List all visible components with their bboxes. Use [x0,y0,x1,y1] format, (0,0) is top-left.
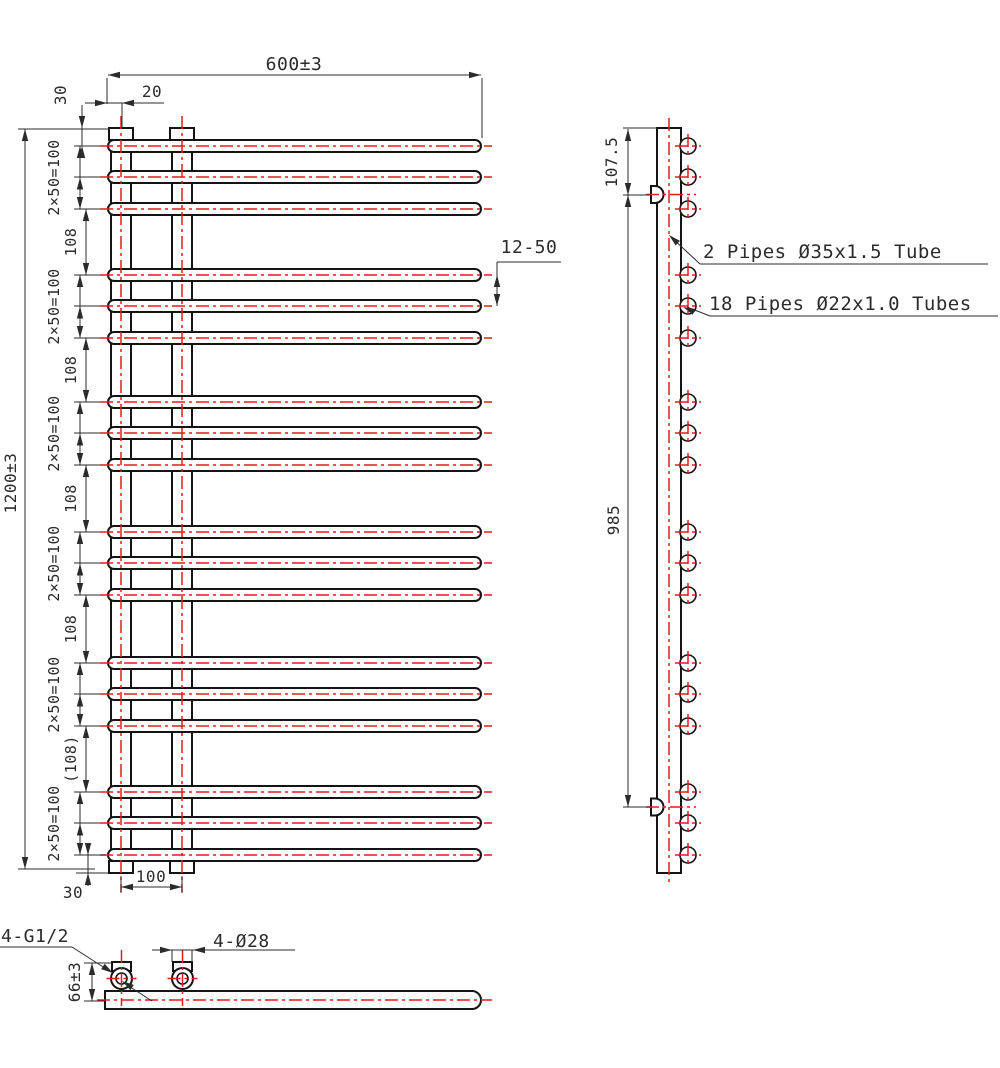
dim-post-centers: 100 [136,867,166,886]
dim-arrow [193,946,205,954]
dim-tube-group: 2×50=100 [45,785,63,861]
dim-arrow [76,714,84,726]
dim-bracket-span: 985 [604,505,623,535]
dim-arrow [76,823,84,836]
dim-arrow [122,99,134,107]
dim-arrow [76,453,84,465]
dim-arrow [121,883,133,891]
dim-arrow [493,294,501,306]
dim-arrow [76,583,84,595]
dim-arrow [170,883,182,891]
dim-arrow [76,694,84,707]
note-rail-pipes: 18 Pipes Ø22x1.0 Tubes [709,293,972,315]
dim-arrow [624,183,632,195]
dim-arrow [101,963,113,973]
dim-group-gap: 108 [62,228,80,257]
dim-arrow [76,177,84,190]
dim-arrow [76,275,84,287]
dim-arrow [88,963,96,975]
dim-group-gap: 108 [62,484,80,513]
dim-arrow [624,195,632,207]
dim-arrow [624,795,632,807]
dim-group-gap: 108 [62,356,80,385]
dim-group-gap: (108) [62,735,80,783]
dim-tube-group: 2×50=100 [45,268,63,344]
dim-arrow [76,663,84,675]
dim-arrow [82,780,90,792]
dim-side-top-offset: 107.5 [602,137,621,188]
dim-group-gap: 108 [62,615,80,644]
dim-arrow [82,651,90,663]
dim-post-offset: 20 [142,82,162,101]
dim-arrow [82,595,90,607]
dim-arrow [76,197,84,209]
dim-bottom-offset: 30 [63,883,83,902]
dim-arrow [76,792,84,804]
dim-arrow [84,843,92,855]
dim-top-offset: 30 [51,85,70,105]
dim-arrow [76,563,84,576]
dim-arrow [76,532,84,544]
dim-tube-group: 2×50=100 [45,139,63,215]
dim-tube-pitch: 12-50 [501,237,558,258]
dim-tube-group: 2×50=100 [45,525,63,601]
note-riser-pipes: 2 Pipes Ø35x1.5 Tube [703,241,942,263]
dim-arrow [82,726,90,738]
dim-arrow [78,116,86,128]
dim-arrow [82,338,90,350]
dim-arrow [21,129,29,141]
dim-arrow [76,402,84,414]
dim-arrow [82,390,90,402]
dim-arrow [84,873,92,885]
dim-arrow [21,857,29,869]
dim-arrow [78,146,86,158]
dim-arrow [95,99,107,107]
dim-arrow [76,306,84,319]
note-thread: 4-G1/2 [1,926,69,947]
dim-arrow [82,520,90,532]
dim-fitting-offset: 66±3 [65,962,84,1003]
dim-arrow [82,465,90,477]
dim-arrow [76,843,84,855]
dim-tube-group: 2×50=100 [45,395,63,471]
dim-fitting-dia: 4-Ø28 [213,931,270,952]
dim-arrow [108,71,120,79]
dim-arrow [469,71,481,79]
dim-total-height: 1200±3 [1,453,20,514]
dim-arrow [82,209,90,221]
dim-arrow [493,275,501,287]
dim-arrow [82,263,90,275]
dim-arrow [88,989,96,1001]
dim-arrow [122,981,134,991]
dim-arrow [160,946,172,954]
dim-total-width: 600±3 [266,54,323,75]
dim-arrow [669,235,680,246]
dim-arrow [683,307,696,315]
dim-arrow [76,433,84,446]
dim-tube-group: 2×50=100 [45,656,63,732]
dim-arrow [624,129,632,141]
dim-arrow [76,326,84,338]
